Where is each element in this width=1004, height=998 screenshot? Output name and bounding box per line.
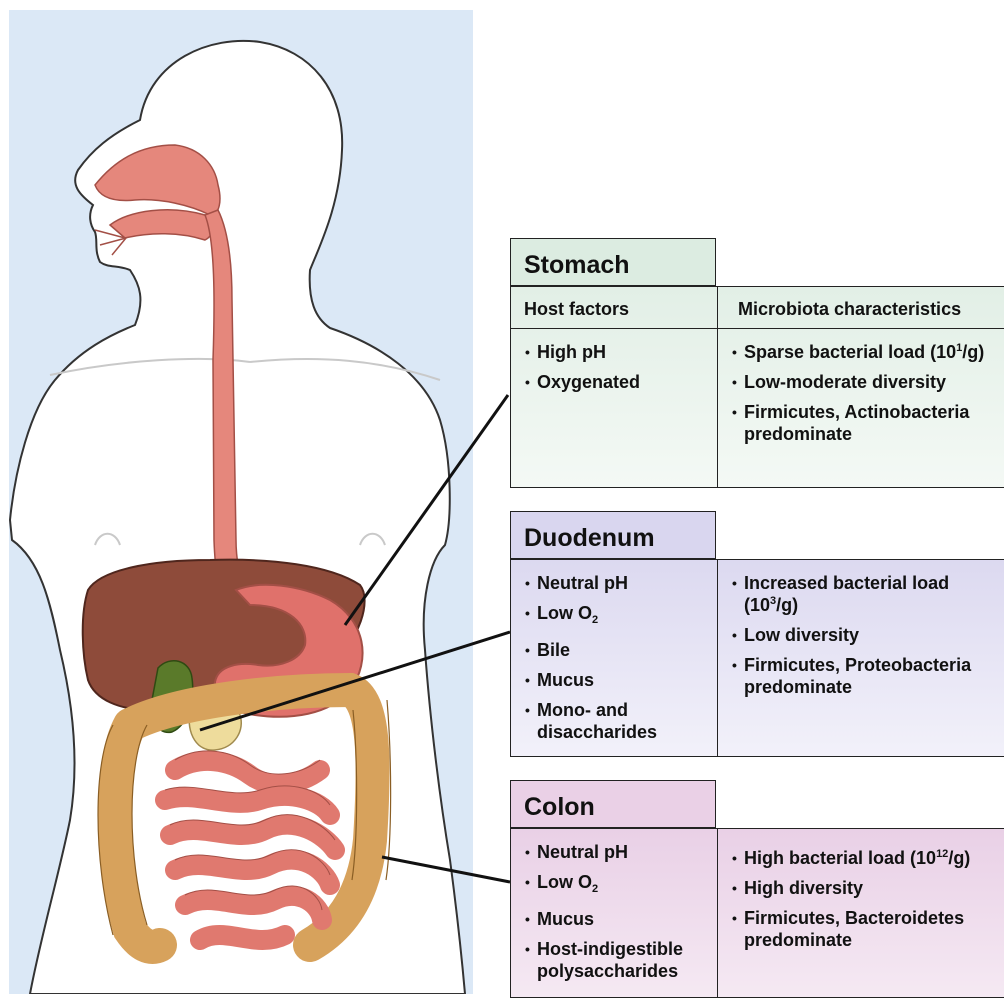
duodenum-micro-list: Increased bacterial load (103/g) Low div… xyxy=(730,572,1001,706)
duodenum-host-list: Neutral pH Low O2 Bile Mucus Mono- and d… xyxy=(523,572,687,751)
duodenum-table: Neutral pH Low O2 Bile Mucus Mono- and d… xyxy=(510,559,1004,757)
host-factors-header: Host factors xyxy=(511,287,717,329)
list-item: Firmicutes, Proteobacteria predominate xyxy=(730,654,1001,698)
list-item: Neutral pH xyxy=(523,841,717,863)
list-item: High diversity xyxy=(730,877,1001,899)
list-item: Low O2 xyxy=(523,602,687,631)
list-item: Neutral pH xyxy=(523,572,687,594)
list-item: Mucus xyxy=(523,908,717,930)
stomach-panel: Stomach Host factors High pH Oxygenated … xyxy=(510,238,1004,488)
colon-microbiota-column: High bacterial load (1012/g) High divers… xyxy=(717,829,1004,997)
list-item: High bacterial load (1012/g) xyxy=(730,847,1001,869)
list-item: Sparse bacterial load (101/g) xyxy=(730,341,1001,363)
stomach-table: Host factors High pH Oxygenated Microbio… xyxy=(510,286,1004,488)
list-item: Oxygenated xyxy=(523,371,640,393)
colon-table: Neutral pH Low O2 Mucus Host-indigestibl… xyxy=(510,828,1004,998)
colon-host-column: Neutral pH Low O2 Mucus Host-indigestibl… xyxy=(511,829,717,997)
duodenum-title: Duodenum xyxy=(510,511,716,559)
stomach-host-list: High pH Oxygenated xyxy=(523,341,640,401)
stomach-microbiota-column: Microbiota characteristics Sparse bacter… xyxy=(717,287,1004,487)
stomach-title: Stomach xyxy=(510,238,716,286)
list-item: Firmicutes, Bacteroidetes predominate xyxy=(730,907,1001,951)
list-item: Low diversity xyxy=(730,624,1001,646)
duodenum-host-column: Neutral pH Low O2 Bile Mucus Mono- and d… xyxy=(511,560,717,756)
list-item: Low-moderate diversity xyxy=(730,371,1001,393)
list-item: Mucus xyxy=(523,669,687,691)
list-item: Low O2 xyxy=(523,871,717,900)
stomach-host-column: Host factors High pH Oxygenated xyxy=(511,287,717,487)
duodenum-microbiota-column: Increased bacterial load (103/g) Low div… xyxy=(717,560,1004,756)
colon-micro-list: High bacterial load (1012/g) High divers… xyxy=(730,847,1001,959)
colon-panel: Colon Neutral pH Low O2 Mucus Host-indig… xyxy=(510,780,1004,994)
duodenum-panel: Duodenum Neutral pH Low O2 Bile Mucus Mo… xyxy=(510,511,1004,757)
list-item: Firmicutes, Actinobacteria predominate xyxy=(730,401,1001,445)
list-item: Increased bacterial load (103/g) xyxy=(730,572,1001,616)
microbiota-characteristics-header: Microbiota characteristics xyxy=(718,287,1004,329)
colon-title: Colon xyxy=(510,780,716,828)
colon-host-list: Neutral pH Low O2 Mucus Host-indigestibl… xyxy=(523,841,717,990)
stomach-micro-list: Sparse bacterial load (101/g) Low-modera… xyxy=(730,341,1001,453)
list-item: Bile xyxy=(523,639,687,661)
list-item: Host-indigestible polysaccharides xyxy=(523,938,717,982)
list-item: High pH xyxy=(523,341,640,363)
list-item: Mono- and disaccharides xyxy=(523,699,687,743)
